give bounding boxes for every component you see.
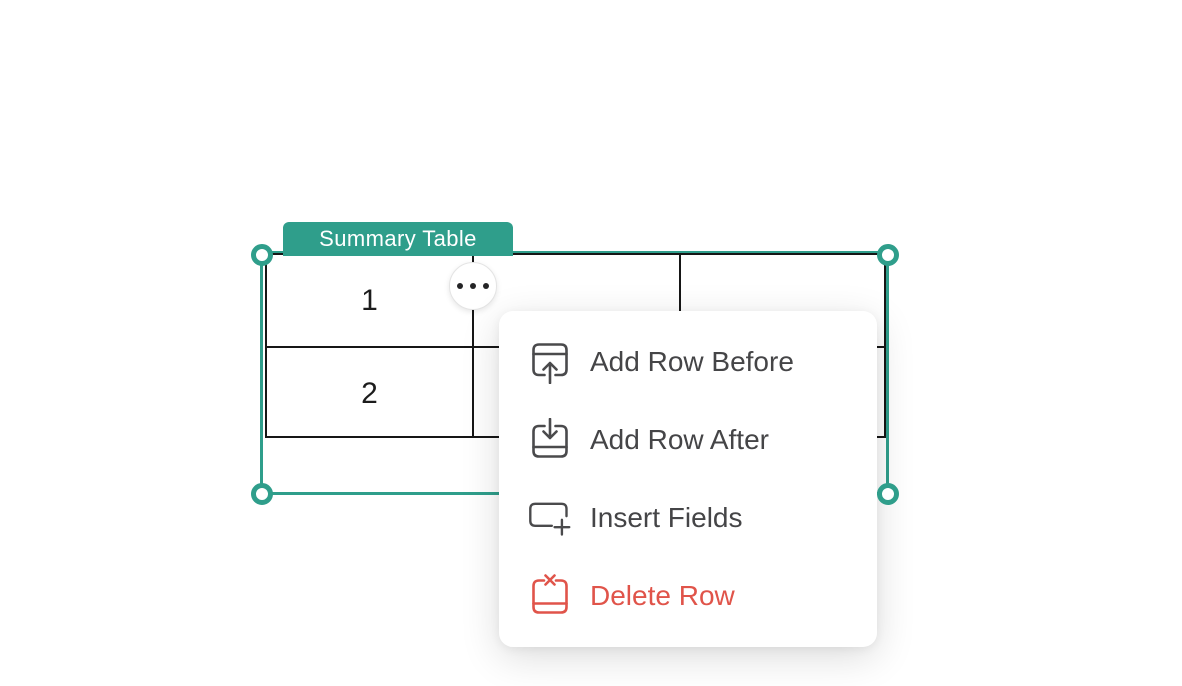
selection-handle-bottom-right[interactable] [877, 483, 899, 505]
row-options-button[interactable] [449, 262, 497, 310]
column-divider [472, 255, 474, 436]
selection-border-top [262, 251, 888, 254]
menu-item-insert-fields[interactable]: Insert Fields [499, 479, 877, 557]
table-cell-row1[interactable]: 1 [267, 255, 472, 346]
add-row-after-icon [528, 418, 572, 462]
row-context-menu: Add Row Before Add Row After Insert Fiel… [499, 311, 877, 647]
menu-item-add-row-before[interactable]: Add Row Before [499, 323, 877, 401]
delete-row-icon [528, 574, 572, 618]
selection-border-left [260, 253, 263, 494]
menu-item-label: Delete Row [590, 580, 735, 611]
menu-item-label: Insert Fields [590, 502, 743, 533]
selection-border-right [886, 253, 889, 494]
ellipsis-icon [457, 283, 463, 289]
menu-item-label: Add Row Before [590, 346, 794, 377]
menu-item-label: Add Row After [590, 424, 769, 455]
insert-fields-icon [528, 496, 572, 540]
table-cell-row2[interactable]: 2 [267, 348, 472, 439]
add-row-before-icon [528, 340, 572, 384]
selection-handle-top-left[interactable] [251, 244, 273, 266]
table-label-badge[interactable]: Summary Table [283, 222, 513, 256]
ellipsis-icon [470, 283, 476, 289]
menu-item-delete-row[interactable]: Delete Row [499, 557, 877, 635]
table-label-text: Summary Table [319, 226, 477, 251]
ellipsis-icon [483, 283, 489, 289]
menu-item-add-row-after[interactable]: Add Row After [499, 401, 877, 479]
selection-handle-bottom-left[interactable] [251, 483, 273, 505]
selection-handle-top-right[interactable] [877, 244, 899, 266]
row1-number: 1 [361, 283, 378, 317]
row2-number: 2 [361, 376, 378, 410]
